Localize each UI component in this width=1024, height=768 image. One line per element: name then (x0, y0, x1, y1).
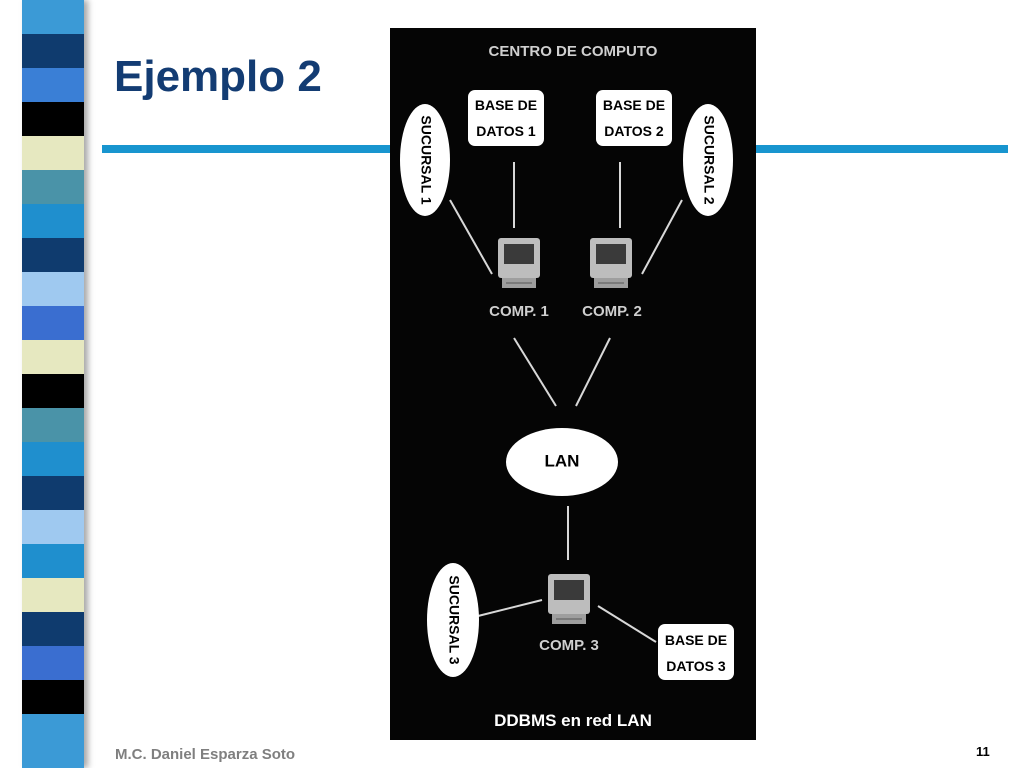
stripe-segment (22, 408, 84, 442)
decorative-stripe-bar (22, 0, 84, 768)
sucursal-1-label: SUCURSAL 1 (418, 115, 434, 204)
stripe-segment (22, 612, 84, 646)
stripe-segment (22, 544, 84, 578)
footer-author: M.C. Daniel Esparza Soto (115, 746, 296, 763)
stripe-segment (22, 442, 84, 476)
stripe-segment (22, 714, 84, 768)
database-1-label-line1: BASE DE (475, 97, 537, 113)
stripe-segment (22, 510, 84, 544)
stripe-segment (22, 306, 84, 340)
stripe-segment (22, 34, 84, 68)
computer-2-label: COMP. 2 (582, 303, 642, 320)
database-3-label-line2: DATOS 3 (666, 658, 726, 674)
lan-label: LAN (545, 451, 580, 470)
stripe-segment (22, 578, 84, 612)
computer-1-label: COMP. 1 (489, 303, 549, 320)
stripe-segment (22, 238, 84, 272)
connector-comp1-lan (513, 337, 557, 407)
sucursal-3-node (427, 563, 479, 677)
stripe-segment (22, 170, 84, 204)
stripe-segment (22, 204, 84, 238)
database-1-node (468, 90, 544, 146)
database-1-label-line2: DATOS 1 (476, 123, 536, 139)
stripe-segment (22, 0, 84, 34)
database-2-node (596, 90, 672, 146)
connector-sucursal1-comp1 (449, 199, 493, 275)
computer-3-label: COMP. 3 (539, 637, 599, 654)
sucursal-2-node (683, 104, 733, 216)
network-diagram-svg: CENTRO DE COMPUTO DDBMS en red LAN SUCUR… (400, 43, 734, 730)
stripe-segment (22, 272, 84, 306)
stripe-segment (22, 136, 84, 170)
computer-3-icon (548, 574, 590, 624)
diagram-footer: DDBMS en red LAN (494, 711, 652, 730)
connector-sucursal2-comp2 (641, 199, 683, 275)
stripe-segment (22, 68, 84, 102)
stripe-segment (22, 102, 84, 136)
page-number: 11 (976, 744, 990, 759)
connector-sucursal3-comp3 (477, 599, 543, 617)
computer-2-icon (590, 238, 632, 288)
database-3-label-line1: BASE DE (665, 632, 727, 648)
diagram-header: CENTRO DE COMPUTO (489, 43, 658, 60)
sucursal-3-label: SUCURSAL 3 (446, 575, 462, 664)
sucursal-1-node (400, 104, 450, 216)
database-2-label-line2: DATOS 2 (604, 123, 664, 139)
connector-comp2-lan (575, 337, 611, 407)
stripe-segment (22, 680, 84, 714)
sucursal-2-label: SUCURSAL 2 (701, 115, 717, 204)
connector-comp3-db3 (597, 605, 657, 643)
computer-1-icon (498, 238, 540, 288)
network-diagram: CENTRO DE COMPUTO DDBMS en red LAN SUCUR… (390, 28, 756, 740)
lan-node (506, 428, 618, 496)
stripe-segment (22, 374, 84, 408)
stripe-segment (22, 476, 84, 510)
database-2-label-line1: BASE DE (603, 97, 665, 113)
slide-title: Ejemplo 2 (114, 52, 322, 101)
database-3-node (658, 624, 734, 680)
stripe-segment (22, 646, 84, 680)
stripe-segment (22, 340, 84, 374)
